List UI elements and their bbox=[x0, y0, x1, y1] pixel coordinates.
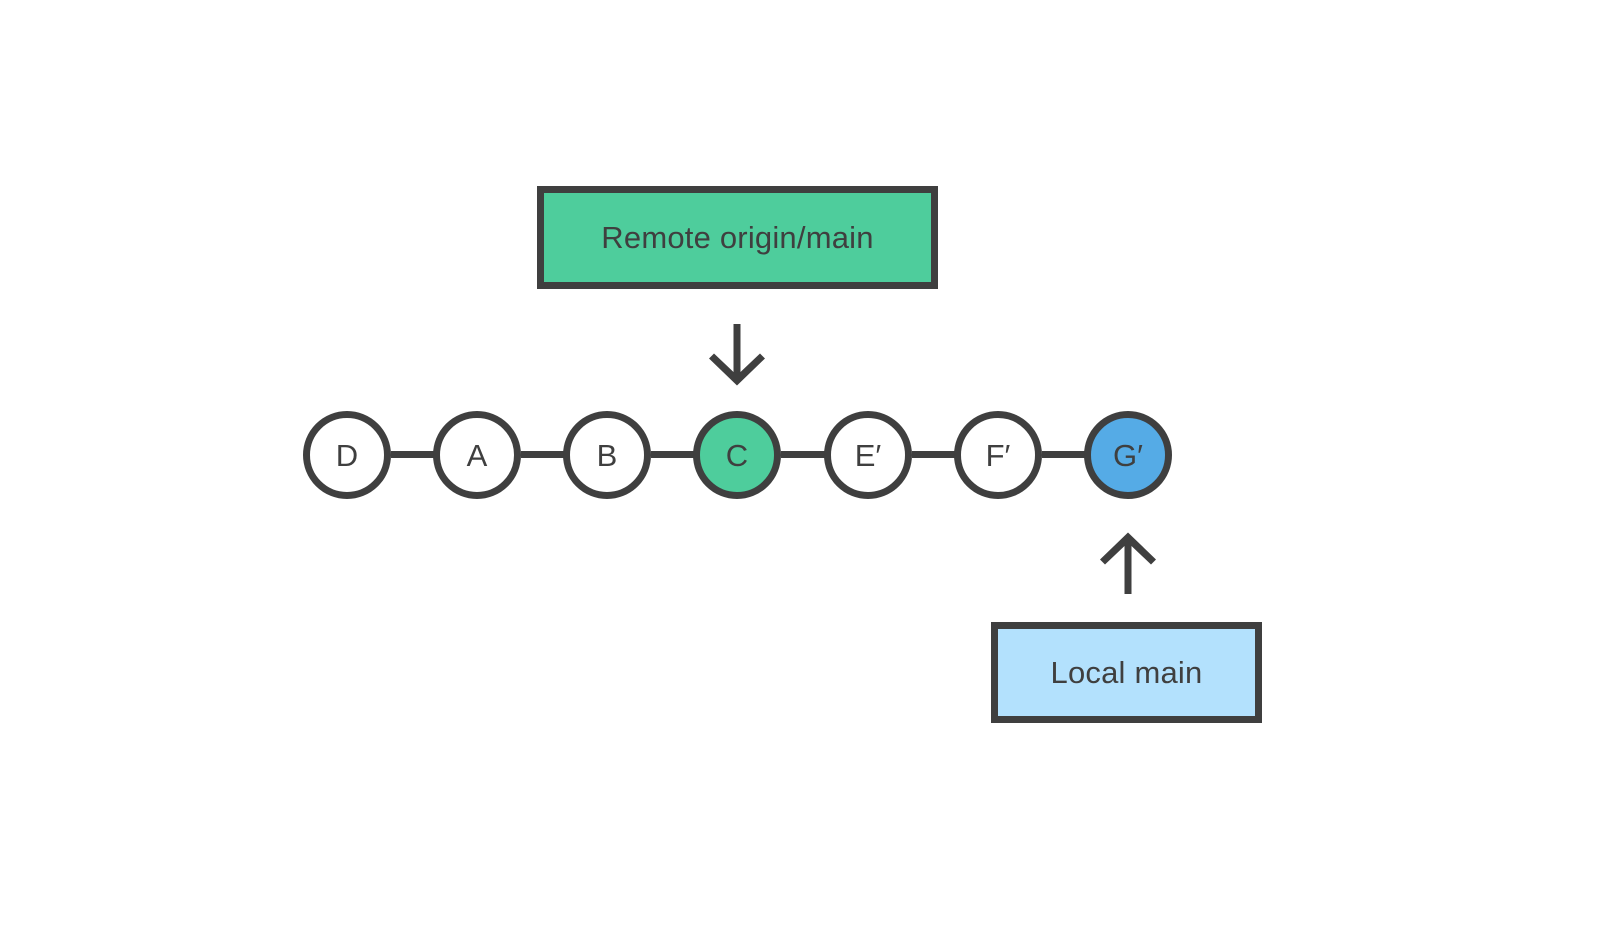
edge-c-e bbox=[781, 451, 830, 458]
commit-node-f-prime[interactable]: F′ bbox=[954, 411, 1042, 499]
edge-e-f bbox=[912, 451, 960, 458]
commit-label-f-prime: F′ bbox=[985, 437, 1011, 473]
commit-label-a: A bbox=[466, 437, 488, 473]
local-branch-label: Local main bbox=[1050, 654, 1203, 690]
commit-label-d: D bbox=[335, 437, 359, 473]
commit-label-e-prime: E′ bbox=[854, 437, 882, 473]
commit-node-d[interactable]: D bbox=[303, 411, 391, 499]
arrow-down-remote-to-c bbox=[707, 322, 767, 388]
remote-branch-label: Remote origin/main bbox=[601, 219, 874, 255]
edge-a-b bbox=[521, 451, 569, 458]
commit-node-a[interactable]: A bbox=[433, 411, 521, 499]
remote-branch-box[interactable]: Remote origin/main bbox=[537, 186, 938, 289]
commit-node-b[interactable]: B bbox=[563, 411, 651, 499]
commit-label-b: B bbox=[596, 437, 618, 473]
edge-f-g bbox=[1042, 451, 1090, 458]
commit-node-e-prime[interactable]: E′ bbox=[824, 411, 912, 499]
commit-node-c[interactable]: C bbox=[693, 411, 781, 499]
edge-b-c bbox=[651, 451, 699, 458]
commit-label-g-prime: G′ bbox=[1113, 437, 1143, 473]
arrow-up-local-to-g bbox=[1098, 530, 1158, 596]
edge-d-a bbox=[391, 451, 439, 458]
commit-label-c: C bbox=[725, 437, 749, 473]
local-branch-box[interactable]: Local main bbox=[991, 622, 1262, 723]
commit-node-g-prime[interactable]: G′ bbox=[1084, 411, 1172, 499]
